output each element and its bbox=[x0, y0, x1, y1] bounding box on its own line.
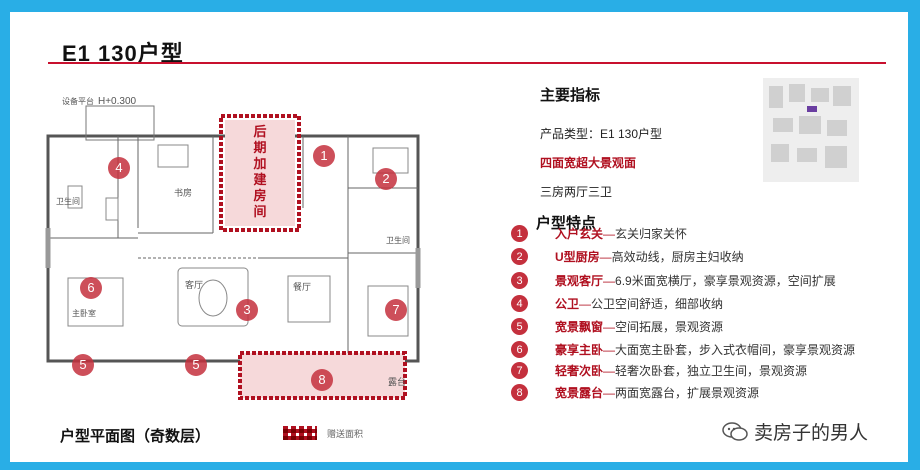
feature-desc: 两面宽露台，扩展景观资源 bbox=[615, 386, 760, 400]
annex-room-label: 后 期 加 建 房 间 bbox=[250, 124, 270, 220]
feature-desc: 公卫空间舒适，细部收纳 bbox=[591, 297, 724, 311]
equipment-platform-label: 设备平台 bbox=[62, 97, 94, 106]
plan-marker: 5 bbox=[192, 357, 200, 372]
plan-marker: 5 bbox=[79, 357, 87, 372]
feature-desc: 空间拓展，景观资源 bbox=[615, 320, 724, 334]
feature-key: 轻奢次卧 bbox=[555, 364, 604, 378]
feature-number: 1 bbox=[511, 225, 528, 242]
plan-marker: 1 bbox=[320, 148, 328, 163]
title-underline bbox=[48, 62, 886, 64]
annex-char: 建 bbox=[253, 172, 267, 187]
feature-desc: 玄关归家关怀 bbox=[615, 227, 688, 241]
plan-marker: 7 bbox=[392, 302, 400, 317]
plan-marker: 8 bbox=[318, 372, 326, 387]
feature-desc: 大面宽主卧套，步入式衣帽间，豪享景观资源 bbox=[615, 343, 856, 357]
feature-desc: 6.9米面宽横厅，豪享景观资源，空间扩展 bbox=[615, 274, 836, 288]
legend-swatch bbox=[283, 426, 317, 440]
page-title: E1 130户型 bbox=[62, 41, 184, 66]
watermark-name: 卖房子的男人 bbox=[754, 423, 869, 444]
highlight-text: 四面宽超大景观面 bbox=[540, 156, 637, 170]
annex-char: 期 bbox=[253, 140, 267, 155]
feature-number: 3 bbox=[511, 272, 528, 289]
feature-number: 4 bbox=[511, 295, 528, 312]
annex-char: 加 bbox=[253, 156, 267, 171]
feature-key: 入户玄关 bbox=[555, 227, 604, 241]
product-type: 产品类型：E1 130户型 bbox=[540, 127, 663, 141]
annex-char: 间 bbox=[253, 204, 267, 219]
annex-char: 房 bbox=[253, 188, 267, 203]
feature-key: 宽景飘窗 bbox=[555, 320, 604, 334]
indicators-panel: 主要指标 产品类型：E1 130户型 四面宽超大景观面 三房两厅三卫 户型特点 bbox=[536, 84, 870, 243]
wechat-watermark: 卖房子的男人 bbox=[722, 418, 868, 445]
room-label-study: 书房 bbox=[174, 188, 193, 198]
feature-key: 豪享主卧 bbox=[555, 343, 604, 357]
feature-number: 2 bbox=[511, 248, 528, 265]
room-label-bathroom-left: 卫生间 bbox=[56, 197, 80, 206]
feature-number: 7 bbox=[511, 362, 528, 379]
plan-marker: 6 bbox=[87, 280, 95, 295]
legend-label: 赠送面积 bbox=[327, 428, 364, 439]
room-label-dining: 餐厅 bbox=[293, 282, 312, 292]
feature-desc: 高效动线，厨房主妇收纳 bbox=[611, 250, 744, 264]
feature-number: 5 bbox=[511, 318, 528, 335]
plan-marker: 4 bbox=[115, 160, 123, 175]
elevation-label: H+0.300 bbox=[98, 96, 137, 107]
legend: 赠送面积 bbox=[283, 426, 363, 440]
feature-desc: 轻奢次卧套，独立卫生间，景观资源 bbox=[615, 364, 808, 378]
plan-marker: 3 bbox=[243, 302, 251, 317]
room-label-bathroom-right: 卫生间 bbox=[386, 236, 410, 245]
plan-marker: 2 bbox=[382, 171, 390, 186]
wechat-icon bbox=[722, 421, 748, 441]
room-label-terrace: 露台 bbox=[388, 377, 407, 387]
room-label-living: 客厅 bbox=[185, 280, 204, 290]
feature-number: 8 bbox=[511, 384, 528, 401]
floor-plan bbox=[45, 105, 421, 400]
slide-frame bbox=[10, 12, 908, 462]
feature-key: 公卫 bbox=[555, 297, 580, 311]
layout-text: 三房两厅三卫 bbox=[540, 185, 613, 199]
feature-key: 景观客厅 bbox=[555, 274, 604, 288]
plan-caption: 户型平面图（奇数层） bbox=[60, 428, 211, 445]
feature-number: 6 bbox=[511, 341, 528, 358]
room-label-master: 主卧室 bbox=[72, 309, 96, 318]
feature-key: U型厨房 bbox=[555, 250, 600, 264]
features-heading: 户型特点 bbox=[536, 215, 597, 232]
feature-key: 宽景露台 bbox=[555, 386, 604, 400]
indicators-heading: 主要指标 bbox=[540, 87, 601, 104]
site-plan-thumbnail bbox=[763, 78, 859, 182]
annex-char: 后 bbox=[253, 124, 267, 139]
